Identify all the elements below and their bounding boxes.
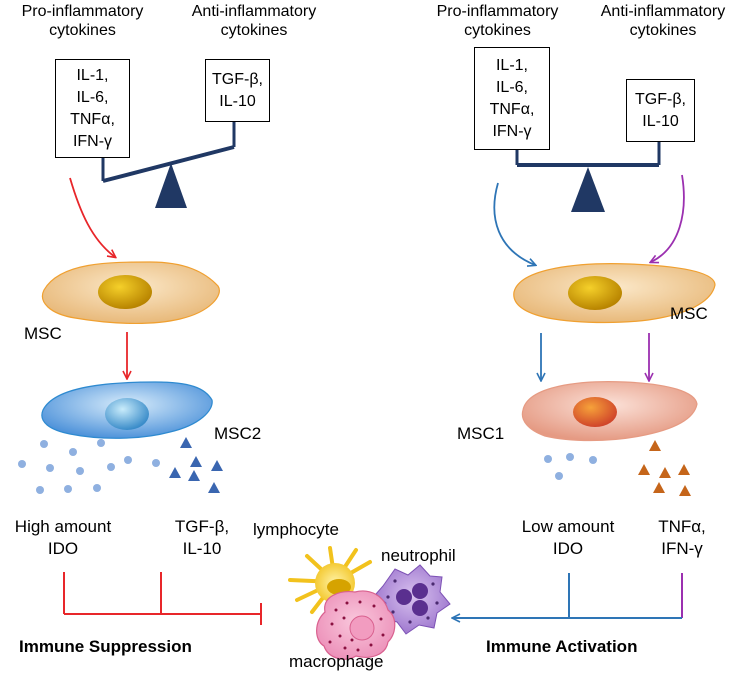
left-msc-nucleus [98,275,152,309]
left-pro-item: IL-1, [76,66,109,84]
right-pro-header: Pro-inflammatory cytokines [415,2,580,40]
right-output-tnf-line2: IFN-γ [661,539,703,558]
immune-activation-label: Immune Activation [486,637,638,656]
left-ido-dots [18,439,160,494]
left-output-ido: High amount IDO [0,516,126,560]
left-msc-label: MSC [24,324,62,343]
left-pro-cytokine-box: IL-1, IL-6, TNFα, IFN-γ [55,59,130,158]
msc1-nucleus [573,397,617,427]
right-output-tnf: TNFα, IFN-γ [642,516,722,560]
right-pro-cytokine-box: IL-1, IL-6, TNFα, IFN-γ [474,47,550,150]
neutrophil-nucleus-lobe [396,589,412,605]
left-arrow-to-msc [69,177,115,257]
left-output-tgf: TGF-β, IL-10 [158,516,246,560]
right-output-ido-line1: Low amount [521,517,615,536]
neutrophil-nucleus-lobe [412,583,428,599]
left-output-tgf-line1: TGF-β, [174,517,230,536]
immune-suppression-inhibition [63,572,262,625]
macrophage-nucleus [349,615,375,641]
left-anti-header: Anti-inflammatory cytokines [172,2,336,40]
msc1-label: MSC1 [457,424,505,443]
immune-activation-arrow [453,573,683,618]
left-output-ido-line1: High amount [14,517,112,536]
right-anti-header-line2: cytokines [629,22,697,39]
msc1-cell [521,381,698,442]
left-pro-header-line1: Pro-inflammatory [21,3,144,20]
left-balance-scale [101,122,236,208]
right-pro-header-line1: Pro-inflammatory [436,3,559,20]
right-anti-item: TGF-β, [635,90,686,108]
msc2-cell [41,381,213,439]
macrophage-label: macrophage [289,652,384,671]
left-pro-item: IL-6, [76,88,109,106]
left-pro-item: IFN-γ [72,132,113,150]
right-arrow-anti-to-msc [651,174,685,262]
lymphocyte-label: lymphocyte [253,520,339,539]
left-anti-item: TGF-β, [212,70,263,88]
left-anti-cytokine-box: TGF-β, IL-10 [205,59,270,122]
left-msc-cell [41,261,220,325]
neutrophil-nucleus-lobe [412,600,428,616]
left-pro-item: TNFα, [70,110,115,128]
right-anti-header-line1: Anti-inflammatory [600,3,726,20]
left-pro-header-line2: cytokines [49,22,116,39]
right-msc-label: MSC [670,304,708,323]
right-output-tnf-line1: TNFα, [658,517,706,536]
left-pro-header: Pro-inflammatory cytokines [0,2,165,40]
immune-suppression-label: Immune Suppression [19,637,192,656]
right-msc-cell [513,263,716,324]
right-anti-header: Anti-inflammatory cytokines [582,2,744,40]
right-pro-item: IFN-γ [492,122,532,140]
neutrophil-cell [375,564,451,635]
msc2-label: MSC2 [214,424,262,443]
left-output-ido-line2: IDO [47,539,79,558]
right-pro-header-line2: cytokines [464,22,531,39]
msc2-nucleus [105,398,149,430]
right-output-ido: Low amount IDO [503,516,633,560]
right-pro-item: IL-1, [495,56,528,74]
macrophage-cell [316,590,396,660]
left-anti-header-line1: Anti-inflammatory [191,3,317,20]
right-anti-cytokine-box: TGF-β, IL-10 [626,79,695,142]
right-pro-item: TNFα, [489,100,535,118]
left-anti-item: IL-10 [219,92,256,110]
right-pro-item: IL-6, [495,78,528,96]
right-tnf-triangles [638,440,691,496]
right-output-ido-line2: IDO [552,539,584,558]
left-anti-header-line2: cytokines [220,22,288,39]
right-arrow-pro-to-msc [493,182,535,265]
right-msc-nucleus [568,276,622,310]
right-anti-item: IL-10 [642,112,679,130]
neutrophil-label: neutrophil [381,546,456,565]
left-tgf-triangles [169,437,223,493]
left-output-tgf-line2: IL-10 [182,539,222,558]
right-balance-scale [515,142,661,212]
lymphocyte-nucleus [327,579,351,595]
right-ido-dots [544,453,597,480]
